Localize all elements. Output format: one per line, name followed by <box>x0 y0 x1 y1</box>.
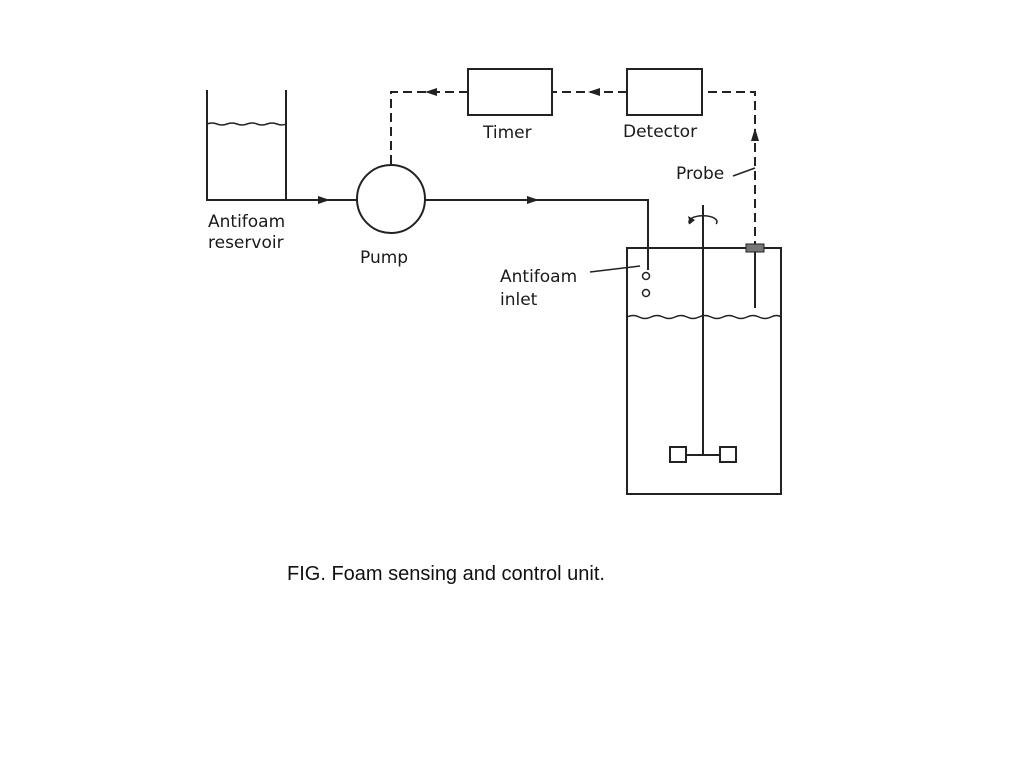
probe-label: Probe <box>676 164 724 184</box>
inlet-bubble <box>641 288 651 298</box>
antifoam-reservoir <box>206 90 287 201</box>
rotation-arrow-icon <box>688 215 718 225</box>
probe-leader-line <box>732 167 756 177</box>
pump-to-inlet-line <box>425 199 649 270</box>
pump-label: Pump <box>360 248 408 268</box>
rotation-arrowhead <box>688 216 695 224</box>
reservoir-flow-arrow <box>318 196 330 204</box>
pump-flow-arrow <box>527 196 539 204</box>
inlet-bubble <box>641 271 651 281</box>
probe-signal-arrow <box>751 128 759 141</box>
agitator <box>669 205 737 463</box>
reservoir-label-line1: Antifoam <box>208 212 285 232</box>
timer-box <box>467 68 553 116</box>
detector-to-timer-arrow <box>588 88 600 96</box>
detector-box <box>626 68 703 116</box>
probe <box>745 243 765 308</box>
inlet-label-line1: Antifoam <box>500 267 577 287</box>
figure-caption: FIG. Foam sensing and control unit. <box>287 563 605 585</box>
inlet-leader-line <box>589 265 641 273</box>
pump-circle <box>356 164 426 234</box>
timer-label: Timer <box>482 123 532 143</box>
inlet-label-line2: inlet <box>500 290 538 310</box>
detector-label: Detector <box>623 122 697 142</box>
timer-to-pump-arrow <box>425 88 437 96</box>
control-signal-line <box>390 91 756 250</box>
reservoir-label-line2: reservoir <box>208 233 284 253</box>
